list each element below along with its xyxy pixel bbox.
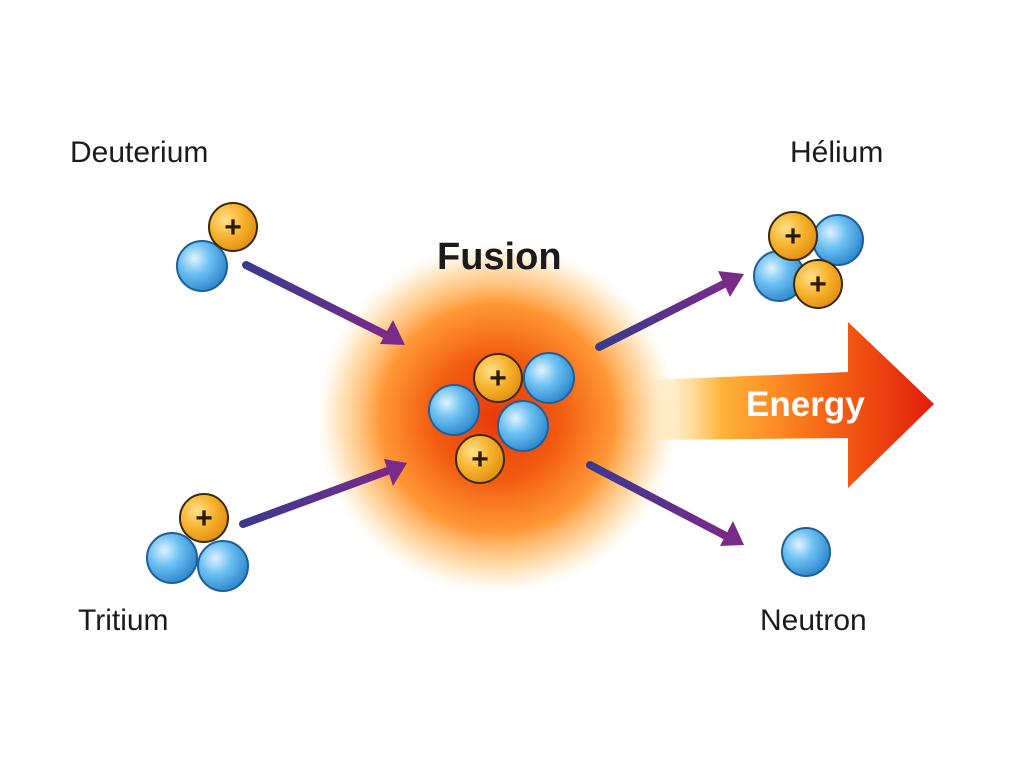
arrow-icon	[242, 261, 405, 345]
proton-plus-sign: +	[784, 220, 802, 253]
proton-sphere-icon: +	[473, 353, 523, 403]
neutron-sphere-icon	[176, 240, 228, 292]
energy-arrow-icon	[650, 322, 934, 488]
fusion-glow	[317, 243, 677, 593]
proton-sphere-icon: +	[793, 259, 843, 309]
proton-plus-sign: +	[471, 443, 489, 476]
reaction-arrows	[239, 261, 744, 546]
proton-sphere-icon: +	[208, 202, 258, 252]
tritium-nucleus: +	[146, 493, 249, 592]
neutron-label: Neutron	[760, 604, 867, 637]
proton-sphere-icon: +	[455, 434, 505, 484]
proton-sphere-icon: +	[768, 211, 818, 261]
arrow-icon	[239, 459, 407, 528]
neutron-sphere-icon	[812, 214, 864, 266]
neutron-sphere-icon	[428, 384, 480, 436]
neutron-sphere-icon	[781, 527, 831, 577]
neutron-sphere-icon	[197, 540, 249, 592]
proton-sphere-icon: +	[179, 493, 229, 543]
neutron-sphere-icon	[146, 532, 198, 584]
neutron-sphere-icon	[523, 352, 575, 404]
tritium-label: Tritium	[78, 604, 169, 637]
fusion-label: Fusion	[437, 236, 562, 278]
arrow-icon	[595, 271, 744, 351]
neutron-sphere-icon	[497, 400, 549, 452]
energy-label: Energy	[746, 385, 865, 424]
helium-label: Hélium	[790, 136, 884, 169]
fused-nucleus: + +	[428, 352, 575, 484]
deuterium-label: Deuterium	[70, 136, 209, 169]
proton-plus-sign: +	[809, 268, 827, 301]
helium-nucleus: + +	[753, 211, 864, 309]
proton-plus-sign: +	[489, 362, 507, 395]
proton-plus-sign: +	[195, 502, 213, 535]
arrow-icon	[586, 461, 744, 546]
proton-plus-sign: +	[224, 211, 242, 244]
free-neutron	[781, 527, 831, 577]
deuterium-nucleus: +	[176, 202, 258, 292]
